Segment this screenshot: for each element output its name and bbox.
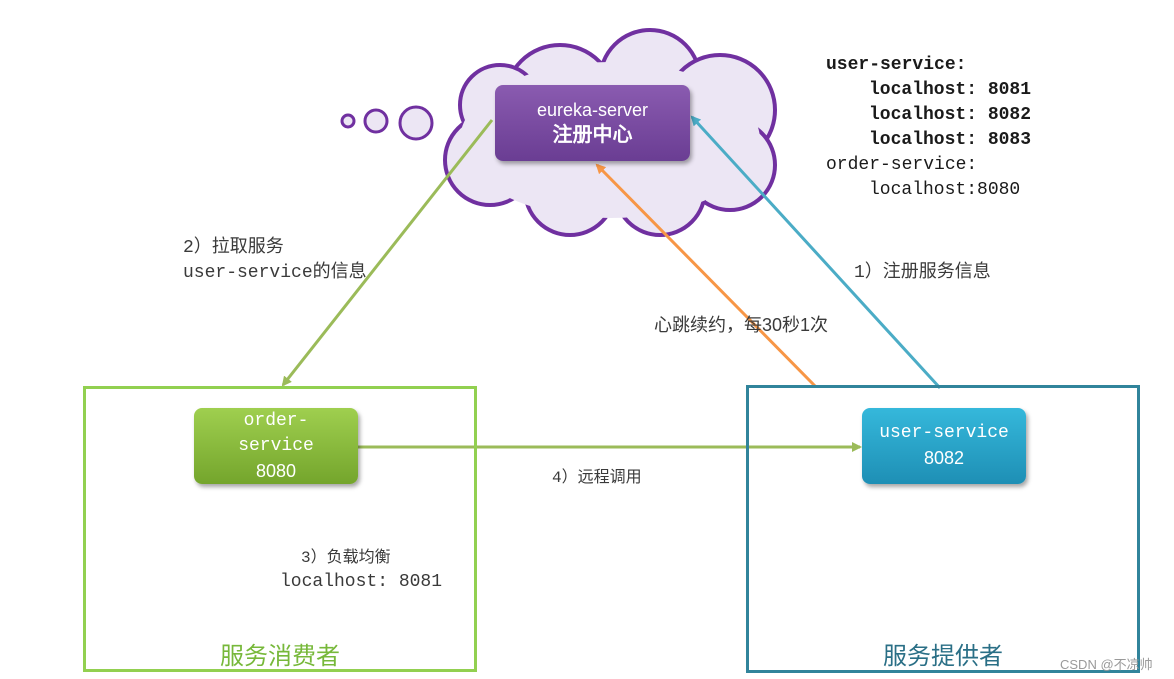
consumer-group-title: 服务消费者 — [220, 643, 340, 670]
registry-user-instance: localhost: 8083 — [869, 130, 1032, 150]
load-balance-label-line1: 3）负载均衡 — [301, 549, 391, 567]
heartbeat-label: 心跳续约，每30秒1次 — [654, 315, 829, 335]
thought-bubble-medium — [363, 108, 389, 134]
consumer-group-frame — [83, 386, 477, 672]
pull-label-line2: user-service的信息 — [183, 263, 367, 283]
user-service-name: user-service — [879, 423, 1009, 443]
user-service-node[interactable]: user-service 8082 — [862, 408, 1026, 484]
thought-bubble-large — [398, 105, 434, 141]
registry-order-instance: localhost:8080 — [869, 180, 1021, 200]
provider-group-frame — [746, 385, 1140, 673]
eureka-server-name: eureka-server — [536, 100, 649, 120]
registry-user-instance: localhost: 8081 — [869, 80, 1032, 100]
registry-order-service-key: order-service: — [826, 155, 978, 175]
register-label: 1）注册服务信息 — [854, 263, 991, 283]
pull-arrow — [281, 119, 494, 387]
eureka-server-node[interactable]: eureka-server 注册中心 — [495, 85, 690, 161]
order-service-port: 8080 — [255, 460, 297, 481]
watermark: CSDN @不凉帅 — [1060, 657, 1153, 672]
pull-label-line1: 2）拉取服务 — [183, 238, 284, 258]
registry-table: user-service: localhost: 8081 localhost:… — [826, 53, 1031, 203]
heartbeat-arrow — [595, 163, 818, 389]
provider-group-title: 服务提供者 — [883, 643, 1003, 670]
registry-user-service-key: user-service: — [826, 55, 967, 75]
eureka-server-subtitle: 注册中心 — [552, 124, 633, 146]
order-service-line1: order- — [243, 410, 309, 431]
load-balance-label-line2: localhost: 8081 — [280, 572, 443, 592]
remote-call-label: 4）远程调用 — [552, 469, 642, 487]
registry-user-instance: localhost: 8082 — [869, 105, 1032, 125]
register-arrow — [690, 115, 942, 390]
user-service-port: 8082 — [923, 448, 965, 468]
order-service-line2: service — [238, 435, 314, 456]
order-service-node[interactable]: order- service 8080 — [194, 408, 358, 484]
thought-bubble-small — [340, 113, 356, 129]
